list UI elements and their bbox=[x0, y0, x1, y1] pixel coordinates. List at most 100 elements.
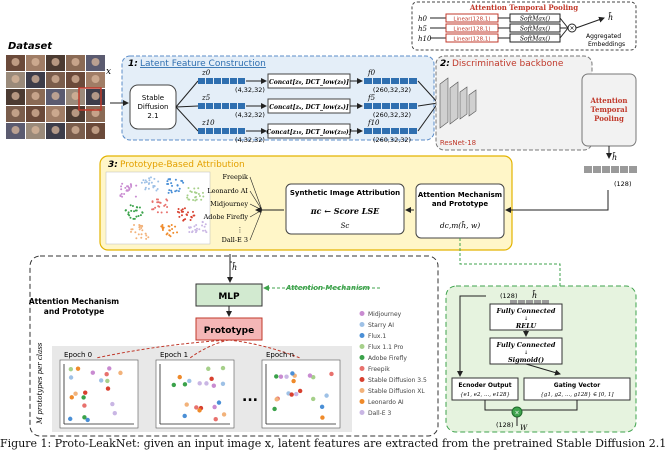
tsne-dot bbox=[197, 187, 200, 190]
hbar-token bbox=[620, 166, 628, 173]
atp-to-sum-line bbox=[559, 17, 569, 29]
atp-aggregated-line1: Aggregated bbox=[586, 33, 621, 40]
tsne-dot bbox=[189, 190, 192, 193]
hbar-out-tokens bbox=[584, 166, 637, 173]
gating-out-shape: (128) bbox=[496, 421, 513, 429]
tsne-dot bbox=[152, 186, 155, 189]
sd-to-latent-line bbox=[175, 105, 199, 108]
epoch-label: Epoch 1 bbox=[160, 351, 188, 359]
fc2-label: Fully Connected bbox=[496, 341, 556, 349]
atp-line1: Attention bbox=[590, 96, 628, 105]
latent-token bbox=[230, 103, 237, 109]
tsne-dot bbox=[167, 191, 170, 194]
bl-title-line1: Attention Mechanism bbox=[29, 297, 119, 306]
tsne-dot bbox=[148, 179, 151, 182]
atp-line3: Pooling bbox=[594, 114, 624, 123]
dataset-thumbnail-face bbox=[51, 75, 60, 83]
generator-line bbox=[249, 190, 263, 211]
legend-label: Starry AI bbox=[368, 322, 394, 329]
tsne-dot bbox=[124, 186, 127, 189]
legend-swatch bbox=[359, 344, 365, 349]
section2-box bbox=[435, 55, 593, 151]
stable-diffusion-line3: 2.1 bbox=[147, 112, 158, 120]
tsne-dot bbox=[182, 219, 185, 222]
dataset-thumbnail-face bbox=[51, 58, 60, 66]
synthetic-attribution-box bbox=[285, 183, 405, 235]
epoch-plot-area bbox=[155, 359, 235, 429]
section1-number: 1: bbox=[128, 59, 138, 69]
tsne-dot bbox=[195, 191, 198, 194]
tsne-dot bbox=[141, 224, 144, 227]
prototype-point bbox=[182, 413, 187, 419]
feature-to-resnet-line bbox=[417, 80, 439, 104]
input-x-label: x bbox=[106, 67, 111, 77]
prototype-point bbox=[82, 415, 87, 420]
concat-label: Concat[z₀, DCT_low(z₀)] bbox=[269, 79, 349, 86]
atp-row-h: h5 bbox=[418, 25, 428, 33]
tsne-dot bbox=[135, 184, 138, 187]
tsne-dot bbox=[194, 199, 197, 202]
latent-token bbox=[222, 78, 229, 84]
tsne-dot bbox=[168, 234, 171, 237]
tsne-dot bbox=[138, 228, 141, 231]
tsne-dot bbox=[133, 217, 136, 220]
legend-label: Flux.1 bbox=[368, 333, 386, 340]
generator-label: Freepik bbox=[223, 173, 249, 181]
tsne-dot bbox=[130, 230, 133, 233]
tsne-dot bbox=[202, 195, 205, 198]
atp-linear-label: Linear(128,1) bbox=[453, 27, 490, 33]
legend-label: Flux 1.1 Pro bbox=[368, 344, 404, 351]
tsne-dot bbox=[190, 191, 193, 194]
prototype-point bbox=[68, 416, 73, 422]
prototype-point bbox=[221, 412, 227, 417]
tsne-dot bbox=[183, 207, 186, 210]
epoch-label: Epoch 0 bbox=[64, 351, 92, 359]
tsne-dot bbox=[120, 192, 123, 195]
dataset-image-grid bbox=[6, 55, 105, 139]
tsne-dot bbox=[170, 182, 173, 185]
feature-token bbox=[391, 128, 399, 134]
latent-z-label: z5 bbox=[201, 94, 211, 102]
feature-shape: (260,32,32) bbox=[373, 111, 411, 119]
tsne-dot bbox=[192, 199, 195, 202]
legend-swatch bbox=[359, 311, 365, 316]
tsne-dot bbox=[145, 181, 148, 184]
latent-token bbox=[230, 78, 237, 84]
epoch-plot: Epoch n bbox=[261, 351, 341, 429]
tsne-dot bbox=[134, 231, 137, 234]
tsne-dot bbox=[137, 214, 140, 217]
feature-token bbox=[382, 103, 390, 109]
dataset-thumbnail-face bbox=[71, 58, 80, 66]
tsne-dot bbox=[165, 198, 168, 201]
tsne-dot bbox=[137, 233, 140, 236]
hbar-out-label: h̄ bbox=[612, 152, 617, 162]
tsne-dot bbox=[198, 228, 201, 231]
tsne-dot bbox=[180, 214, 183, 217]
tsne-dot bbox=[194, 231, 197, 234]
tsne-dot bbox=[200, 198, 203, 201]
tsne-dot bbox=[166, 205, 169, 208]
encoder-output-title: Ecnoder Output bbox=[458, 382, 511, 389]
m-prototypes-label: M prototypes per class bbox=[36, 342, 44, 425]
tsne-dot bbox=[167, 178, 170, 181]
tsne-dot bbox=[126, 185, 129, 188]
tsne-dot bbox=[168, 189, 171, 192]
dataset-thumbnail-face bbox=[31, 58, 40, 66]
tsne-dot bbox=[204, 223, 207, 226]
feature-token bbox=[373, 78, 381, 84]
latent-token bbox=[222, 103, 229, 109]
prototype-point bbox=[311, 374, 316, 380]
tsne-dot bbox=[172, 231, 175, 234]
tsne-dot bbox=[152, 208, 155, 211]
prototype-point bbox=[90, 370, 96, 375]
epoch-plots: Epoch 0 Epoch 1 Epoch n bbox=[59, 351, 341, 429]
encoder-output-vec: {e1, e2, ..., e128} bbox=[460, 392, 510, 398]
fc1-box bbox=[489, 303, 563, 331]
resnet-layer-2 bbox=[449, 81, 459, 125]
dataset-thumbnail-face bbox=[91, 58, 100, 66]
feature-token bbox=[400, 128, 408, 134]
prototype-point bbox=[182, 382, 188, 387]
feature-token bbox=[364, 78, 372, 84]
tsne-dot bbox=[144, 232, 147, 235]
